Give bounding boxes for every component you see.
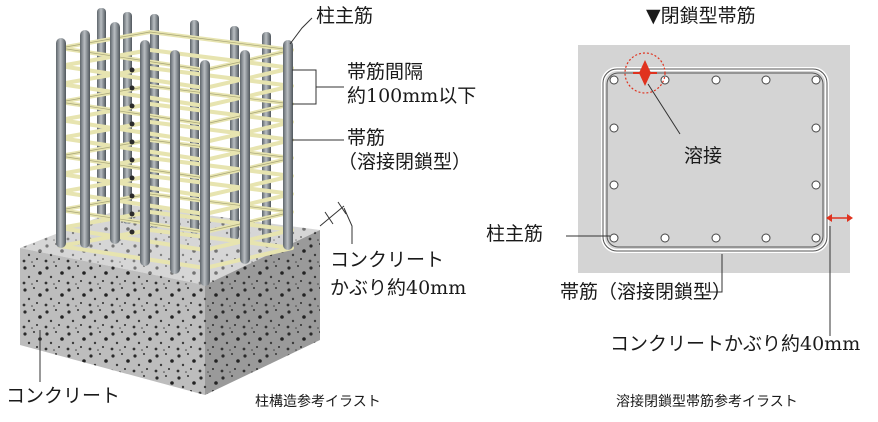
label-hoop-right: 帯筋（溶接閉鎖型） bbox=[560, 281, 732, 303]
main-bar-sections bbox=[609, 75, 821, 243]
leader-weld bbox=[647, 83, 681, 135]
main-bar bbox=[170, 50, 180, 274]
bracket-hoop-spacing bbox=[292, 69, 317, 105]
main-bar bbox=[56, 38, 66, 248]
cover-tick-a bbox=[324, 211, 334, 225]
label-hoop-spacing-line1: 帯筋間隔 bbox=[347, 61, 424, 83]
arrow-left-icon bbox=[826, 214, 832, 222]
cover-dimension-line bbox=[319, 205, 345, 227]
main-bar bbox=[123, 12, 132, 224]
main-bar bbox=[240, 50, 250, 264]
label-column-main-bar: 柱主筋 bbox=[316, 5, 374, 27]
label-hoop-line2: （溶接閉鎖型） bbox=[338, 151, 472, 173]
rebar-cage bbox=[56, 8, 294, 286]
weld-highlight-circle bbox=[624, 52, 666, 94]
cover-dimension-right bbox=[826, 214, 853, 222]
label-cover-right: コンクリートかぶり約40mm bbox=[610, 333, 861, 355]
leader-column-main-bar bbox=[289, 17, 313, 45]
concrete-front-face-speckle bbox=[20, 248, 205, 395]
arrow-right-icon bbox=[847, 214, 853, 222]
label-column-main-bar-right: 柱主筋 bbox=[486, 223, 544, 245]
label-hoop-spacing-line2: 約100mm以下 bbox=[347, 85, 477, 107]
main-bar bbox=[283, 40, 293, 250]
hoop-inner-line bbox=[602, 68, 828, 252]
cover-tick-b bbox=[337, 201, 347, 215]
main-bar bbox=[110, 22, 120, 244]
left-leader-lines bbox=[39, 17, 353, 382]
label-cover-line2: かぶり約40mm bbox=[330, 277, 467, 299]
leader-hoop-right bbox=[706, 254, 723, 293]
caption-left: 柱構造参考イラスト bbox=[255, 394, 381, 410]
label-cover-line1: コンクリート bbox=[330, 249, 445, 271]
weld-points bbox=[129, 67, 135, 235]
label-concrete: コンクリート bbox=[6, 385, 121, 407]
label-weld: 溶接 bbox=[684, 145, 723, 167]
section-diagram bbox=[566, 45, 853, 336]
main-bar bbox=[140, 40, 150, 266]
label-hoop-line1: 帯筋 bbox=[347, 127, 386, 149]
caption-right: 溶接閉鎖型帯筋参考イラスト bbox=[616, 394, 798, 410]
main-bar bbox=[200, 60, 210, 286]
main-bar bbox=[80, 30, 90, 248]
concrete-side-face-speckle bbox=[205, 230, 320, 395]
section-title-text: 閉鎖型帯筋 bbox=[660, 5, 756, 27]
section-title: ▼閉鎖型帯筋 bbox=[646, 5, 756, 28]
hoop-inner-line2 bbox=[606, 72, 824, 248]
triangle-down-icon: ▼ bbox=[646, 5, 661, 27]
leader-cover bbox=[343, 207, 353, 244]
